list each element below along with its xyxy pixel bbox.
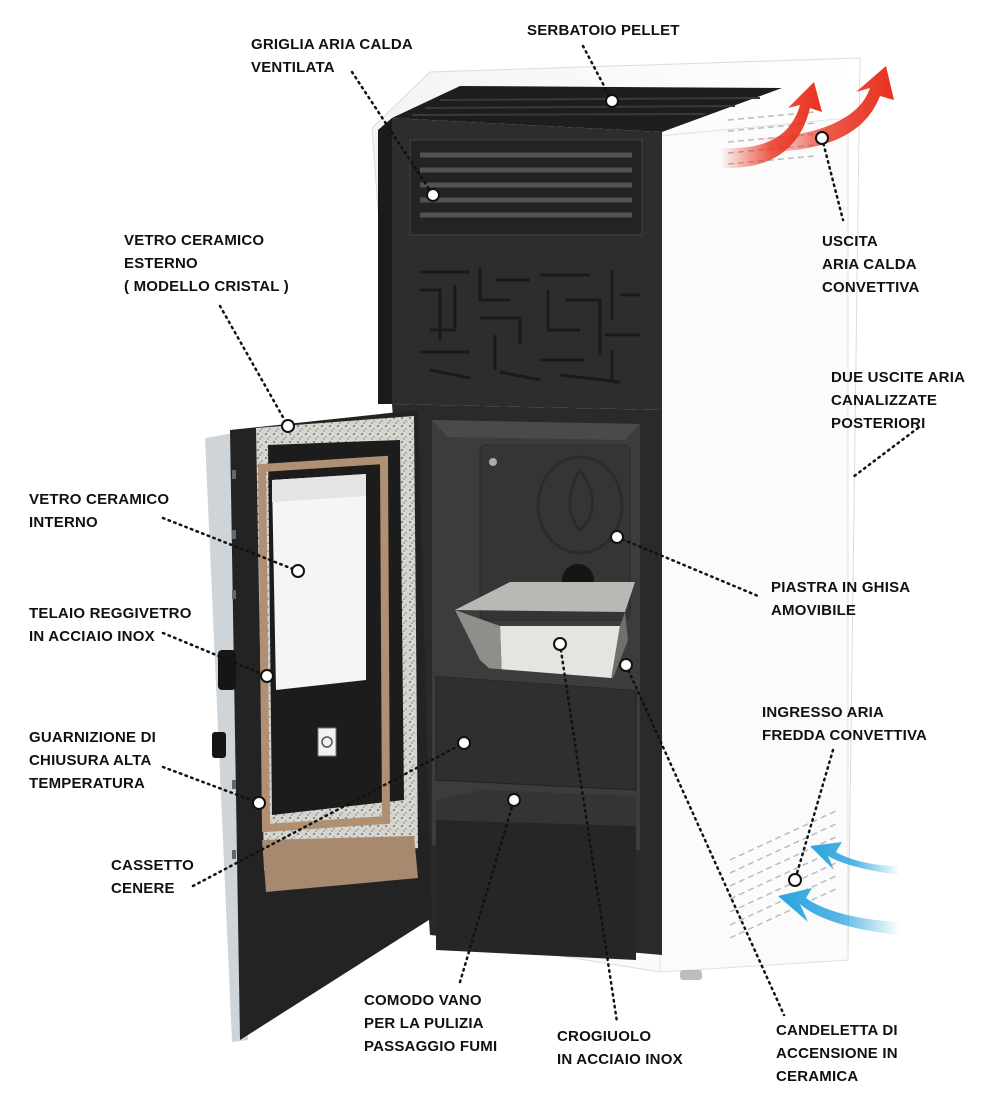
marker-candeletta [619,658,633,672]
leader-lines [161,44,920,1024]
marker-crogiuolo [553,637,567,651]
marker-ingresso [788,873,802,887]
cold-air-arrows [778,842,900,935]
marker-guarnizione [252,796,266,810]
marker-vano [507,793,521,807]
marker-piastra [610,530,624,544]
label-serbatoio-pellet: SERBATOIO PELLET [527,22,680,39]
marker-vetro-interno [291,564,305,578]
marker-vetro-esterno [281,419,295,433]
marker-griglia [426,188,440,202]
stove-body [371,57,861,980]
marker-telaio [260,669,274,683]
marker-serbatoio [605,94,619,108]
marker-cassetto [457,736,471,750]
marker-uscita [815,131,829,145]
stove-door [205,410,432,1042]
